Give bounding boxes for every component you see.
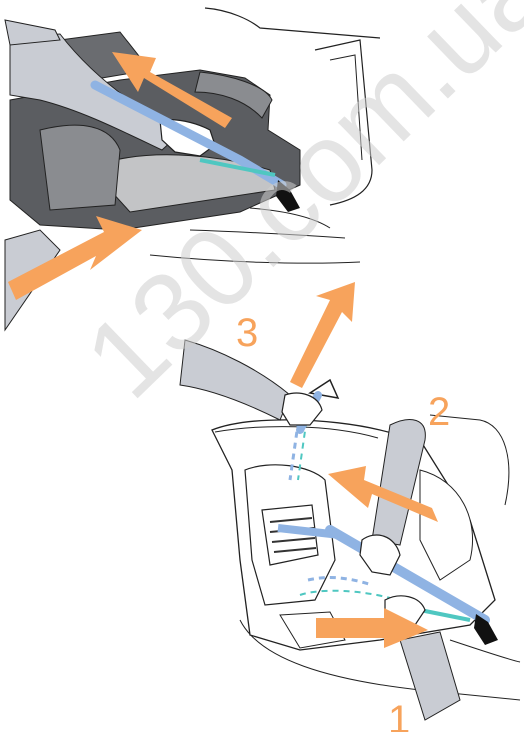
bottom-arrow-up-3 bbox=[290, 282, 355, 388]
step-number-2: 2 bbox=[428, 392, 450, 432]
bottom-arm-upper-sleeve bbox=[180, 340, 290, 420]
step-number-3: 3 bbox=[236, 313, 258, 353]
step-number-1: 1 bbox=[388, 700, 410, 732]
